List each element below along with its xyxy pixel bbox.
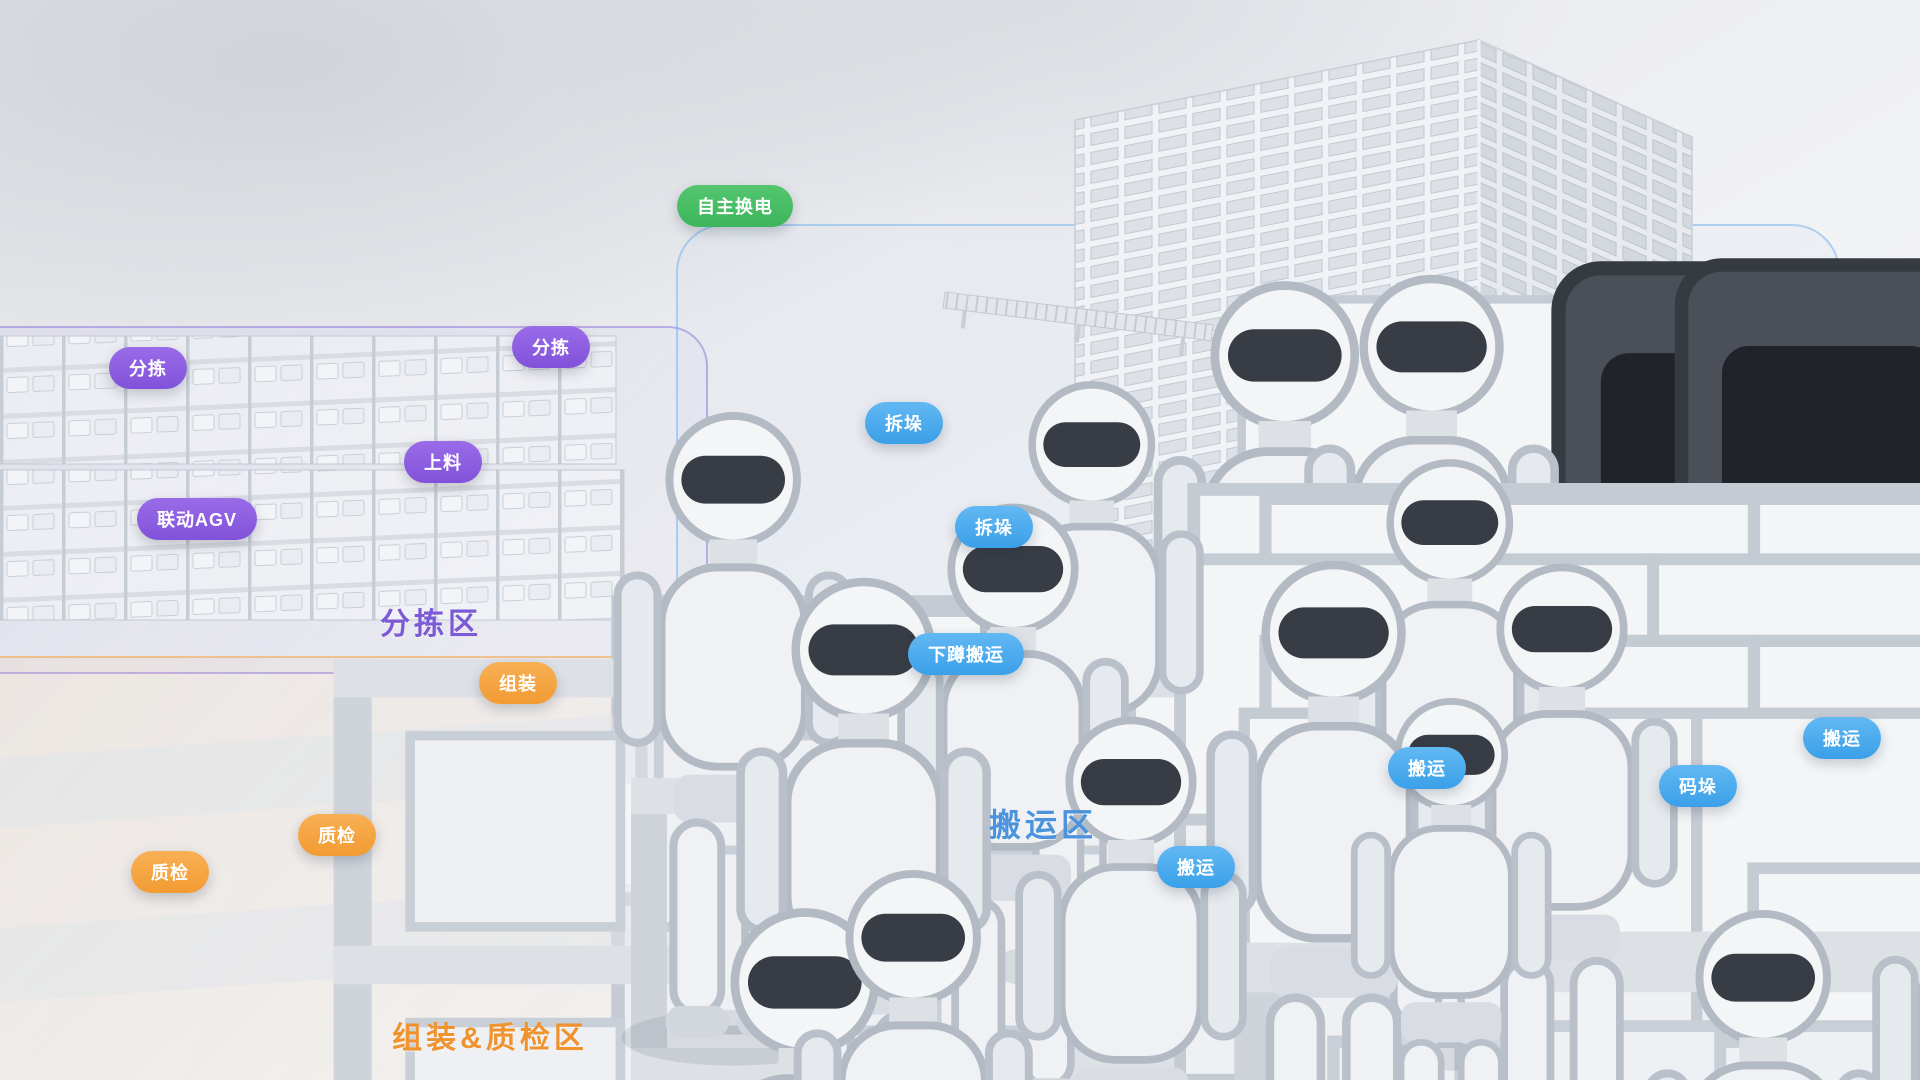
humanoid-robot xyxy=(901,507,1125,1080)
badge-battery-swap: 自主换电 xyxy=(677,185,793,227)
stacker-crane-columns xyxy=(1339,335,1651,777)
pallet-stack xyxy=(1222,713,1920,1080)
humanoid-robot xyxy=(798,874,1029,1080)
zone-title-assembly-qc: 组装&质检区 xyxy=(392,1022,588,1055)
sorting-shelves xyxy=(0,335,1725,1080)
container-stack xyxy=(617,611,1643,1080)
badge-qc-a: 质检 xyxy=(298,814,376,856)
humanoid-robots xyxy=(618,385,1920,1080)
badge-sorting-b: 分拣 xyxy=(512,326,590,368)
humanoid-robot xyxy=(1648,914,1879,1080)
charging-robot xyxy=(1158,285,1412,998)
badge-carry-c: 搬运 xyxy=(1803,717,1881,759)
zone-title-sorting: 分拣区 xyxy=(380,608,482,641)
pallet-stack xyxy=(1241,641,1920,1080)
humanoid-robot xyxy=(1450,567,1674,1080)
charging-robot xyxy=(1309,279,1555,971)
infeed-conveyor xyxy=(942,291,1920,968)
zone-outline-sorting xyxy=(0,326,708,674)
pallet-field xyxy=(1156,478,1920,1080)
pallet-stack xyxy=(1156,559,1920,1080)
humanoid-robot xyxy=(678,912,932,1080)
humanoid-robot xyxy=(1019,720,1243,1080)
humanoid-robot xyxy=(984,385,1200,993)
picking-station xyxy=(1234,932,1920,1080)
humanoid-robot xyxy=(618,416,849,1066)
car-body xyxy=(651,794,1920,1080)
car-body xyxy=(471,1031,1920,1080)
badge-squat-carry: 下蹲搬运 xyxy=(908,633,1024,675)
charging-area xyxy=(1158,265,1920,1080)
assembly-line xyxy=(0,659,1920,1080)
badge-qc-b: 质检 xyxy=(131,851,209,893)
badge-depalletize-b: 拆垛 xyxy=(955,506,1033,548)
badge-carry-b: 搬运 xyxy=(1388,747,1466,789)
pallet-stack xyxy=(1241,499,1920,1080)
badge-loading: 上料 xyxy=(404,441,482,483)
badge-sorting-a: 分拣 xyxy=(109,347,187,389)
badge-assembly: 组装 xyxy=(479,662,557,704)
zone-outline-transport xyxy=(676,224,1840,1080)
humanoid-robot xyxy=(1876,805,1920,1080)
shelf-unit xyxy=(1234,943,1920,1080)
pallet-stack xyxy=(1168,489,1920,1080)
shelf-unit xyxy=(1366,932,1920,1080)
badge-linked-agv: 联动AGV xyxy=(136,498,258,540)
humanoid-robot xyxy=(1211,565,1457,1080)
badge-carry-a: 搬运 xyxy=(1157,846,1235,888)
pallet-stack xyxy=(1225,299,1920,968)
container-stack xyxy=(591,602,1725,1080)
charging-station xyxy=(1641,265,1920,1080)
badge-depalletize-a: 拆垛 xyxy=(865,402,943,444)
pallet-stack xyxy=(1730,868,1920,1080)
zone-title-transport: 搬运区 xyxy=(988,807,1098,843)
high-bay-rack xyxy=(1050,38,1760,847)
car-body xyxy=(725,1013,1920,1080)
charging-station xyxy=(1516,268,1912,1080)
badge-palletize: 码垛 xyxy=(1659,765,1737,807)
parts-shelf xyxy=(631,778,1765,1080)
